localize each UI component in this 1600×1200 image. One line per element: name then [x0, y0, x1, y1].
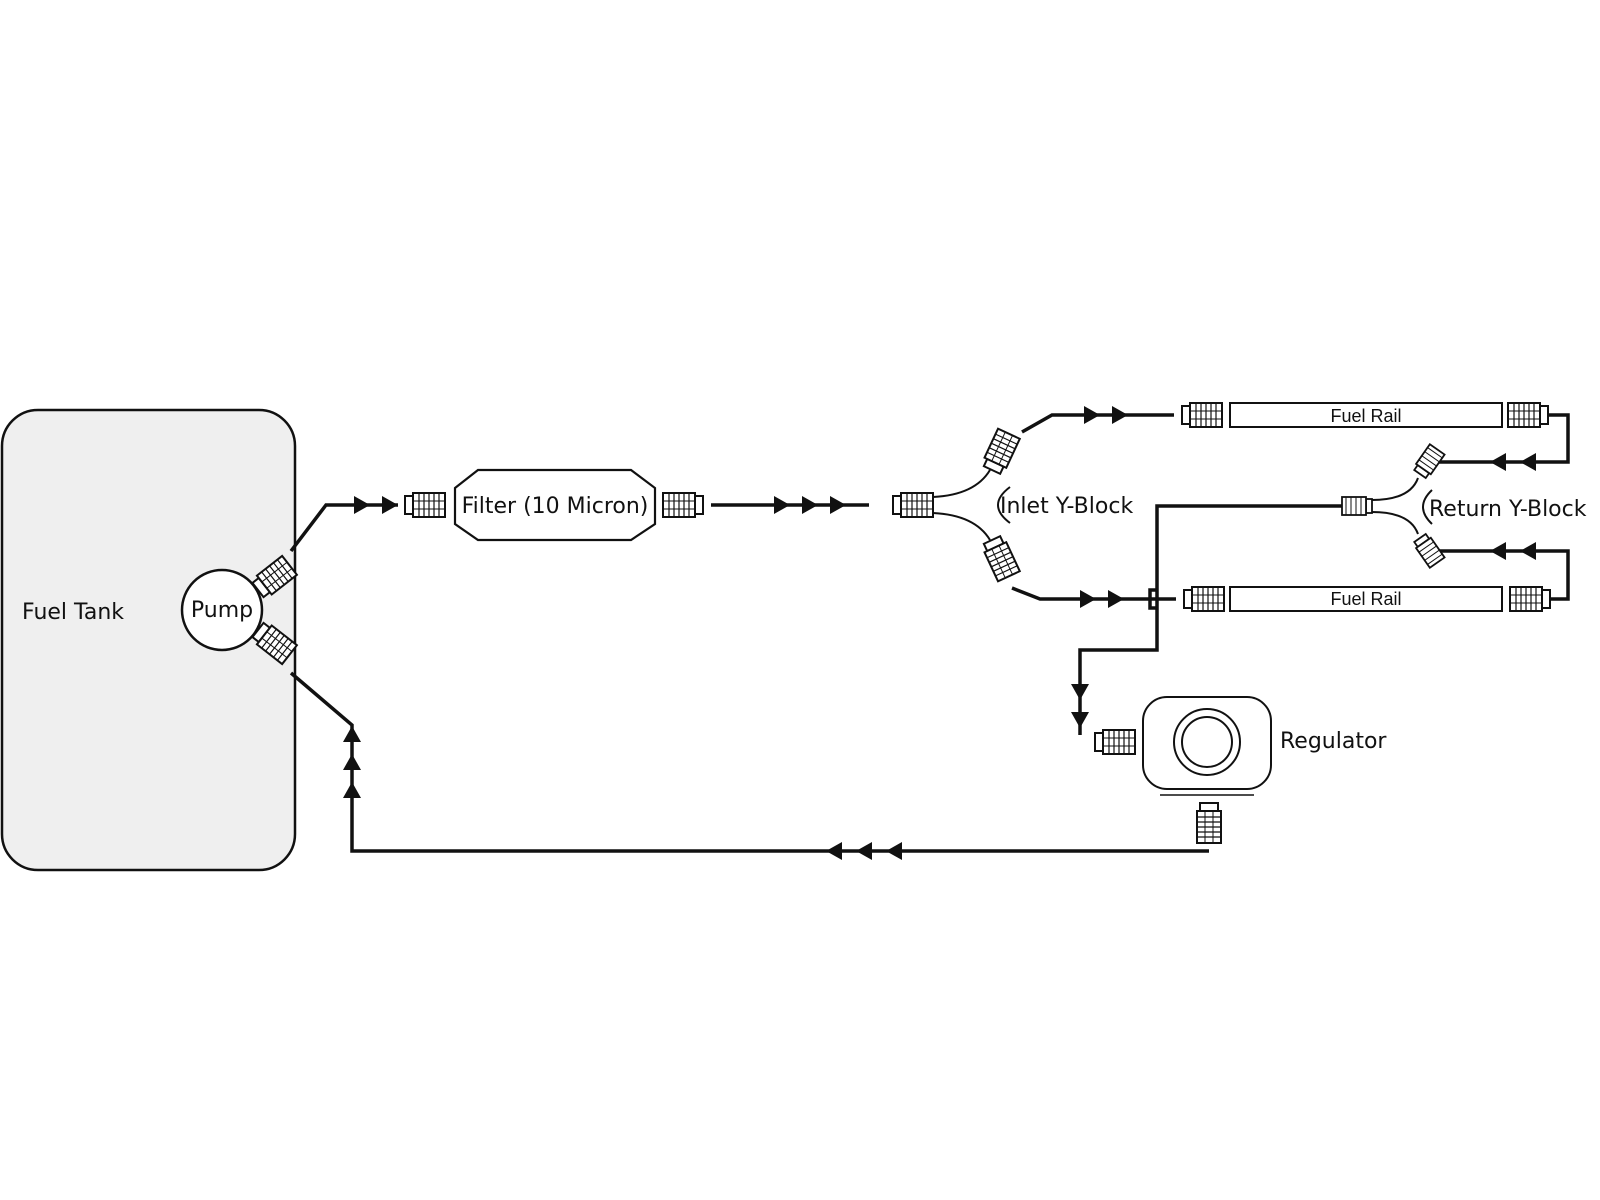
regulator-inlet-fitting-icon — [1094, 729, 1136, 755]
filter-outlet-fitting-icon — [662, 492, 704, 518]
return-y-block-label: Return Y-Block — [1429, 497, 1587, 522]
return-y-block-lower-fitting-icon — [1411, 531, 1446, 569]
fuel-rail-bottom: Fuel Rail — [1229, 586, 1503, 612]
return-y-block-output-fitting-icon — [1341, 496, 1373, 516]
pump: Pump — [180, 568, 264, 652]
fuel-rail-bottom-label: Fuel Rail — [1330, 589, 1401, 609]
fuel-rail-top-label: Fuel Rail — [1330, 406, 1401, 426]
flow-arrow-icon — [343, 726, 902, 860]
return-y-block: Return Y-Block — [1371, 477, 1587, 535]
filter: Filter (10 Micron) — [453, 468, 657, 542]
inlet-line-to-bottom-rail — [1011, 586, 1176, 601]
inlet-y-block-lower-fitting-icon — [980, 533, 1021, 583]
inlet-y-block-label: Inlet Y-Block — [1000, 494, 1133, 519]
feed-line-pump-to-filter — [289, 503, 398, 553]
regulator-outlet-fitting-icon — [1196, 802, 1222, 844]
flow-arrow-icon — [774, 496, 846, 514]
top-rail-inlet-fitting-icon — [1181, 402, 1223, 428]
regulator: Regulator — [1142, 696, 1387, 796]
return-y-block-upper-fitting-icon — [1411, 443, 1446, 481]
bottom-rail-outlet-fitting-icon — [1509, 586, 1551, 612]
return-line-to-tank — [289, 671, 1209, 853]
top-rail-outlet-fitting-icon — [1507, 402, 1549, 428]
inlet-y-block: Inlet Y-Block — [932, 469, 1133, 541]
filter-label: Filter (10 Micron) — [462, 494, 649, 519]
inlet-y-block-upper-fitting-icon — [980, 427, 1021, 477]
return-line-to-regulator — [1078, 504, 1342, 735]
line-crossover — [1148, 588, 1157, 610]
bottom-rail-inlet-fitting-icon — [1183, 586, 1225, 612]
fuel-tank-label: Fuel Tank — [22, 600, 124, 625]
regulator-label: Regulator — [1280, 729, 1387, 754]
fuel-rail-top: Fuel Rail — [1229, 402, 1503, 428]
inlet-line-to-top-rail — [1021, 413, 1174, 434]
filter-inlet-fitting-icon — [404, 492, 446, 518]
pump-label: Pump — [191, 598, 253, 623]
fuel-tank: Fuel Tank — [0, 408, 297, 872]
inlet-y-block-input-fitting-icon — [892, 492, 934, 518]
